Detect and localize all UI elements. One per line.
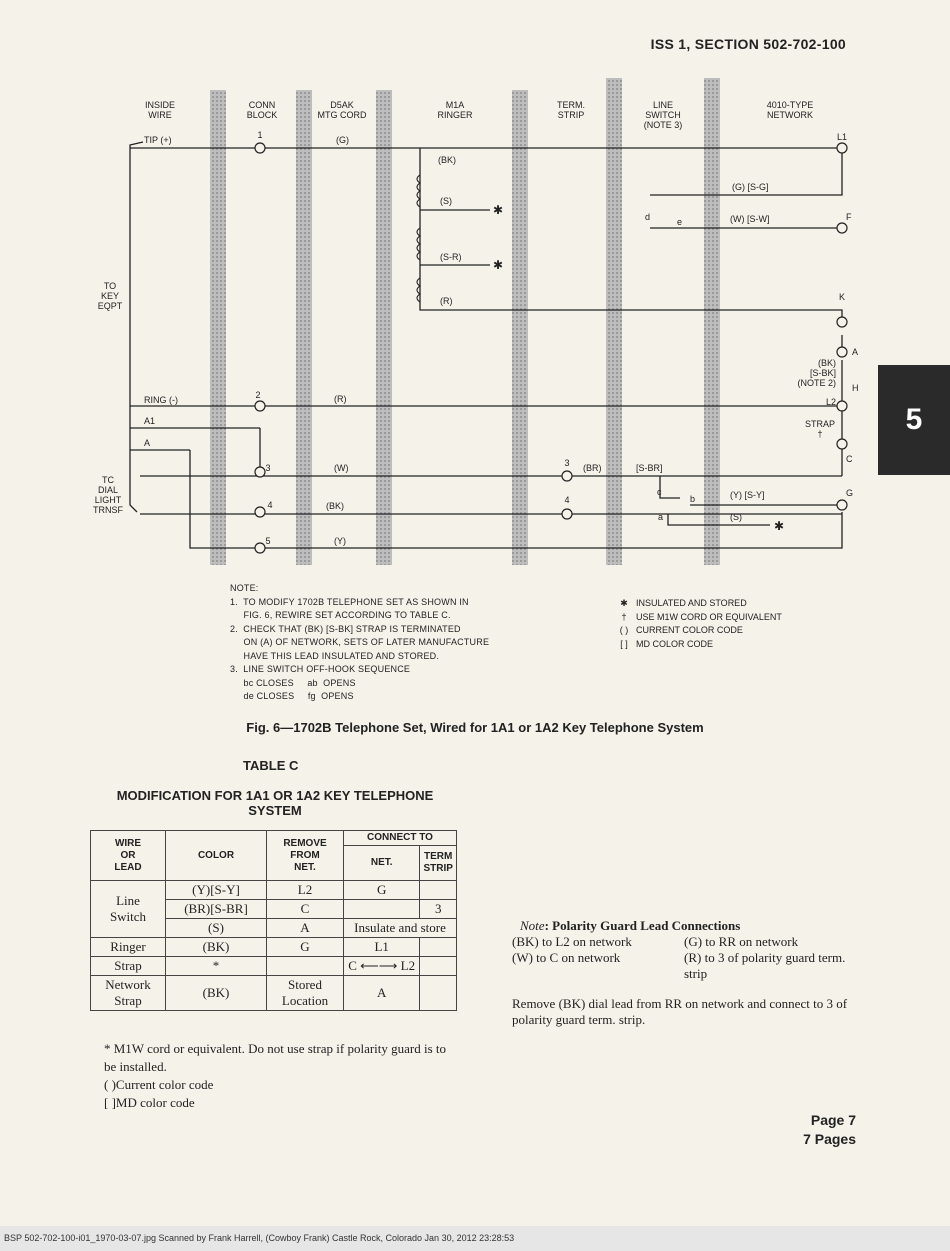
svg-text:(S): (S) — [440, 196, 452, 206]
term-1: 1 — [257, 130, 262, 140]
term-3: 3 — [265, 463, 270, 473]
svg-text:(G) [S-G]: (G) [S-G] — [732, 182, 769, 192]
svg-text:C: C — [846, 454, 853, 464]
term-5: 5 — [265, 536, 270, 546]
terminal-labels: 1 2 3 4 5 3 4 — [255, 130, 569, 546]
svg-text:H: H — [852, 383, 859, 393]
svg-text:(R): (R) — [334, 394, 347, 404]
wire-labels: (G) (BK) (S) (S-R) (R) (R) (W) (BK) (Y) … — [326, 135, 836, 546]
section-tab: 5 — [878, 365, 950, 475]
symbol-legend: ✱INSULATED AND STORED †USE M1W CORD OR E… — [619, 598, 782, 649]
ring-label: RING (-) — [144, 395, 178, 405]
table-title: TABLE C — [243, 758, 299, 773]
svg-text:(BK)[S-BK](NOTE 2): (BK)[S-BK](NOTE 2) — [797, 358, 836, 388]
svg-text:✱: ✱ — [774, 519, 784, 533]
figure-caption: Fig. 6—1702B Telephone Set, Wired for 1A… — [246, 720, 704, 735]
scan-footer: BSP 502-702-100-i01_1970-03-07.jpg Scann… — [0, 1226, 950, 1251]
notes-heading: NOTE: — [230, 583, 259, 593]
svg-text:(BK): (BK) — [326, 501, 344, 511]
svg-text:L2: L2 — [826, 397, 836, 407]
svg-text:(BK): (BK) — [438, 155, 456, 165]
svg-text:(G): (G) — [336, 135, 349, 145]
switch-contacts: d e c b a — [645, 212, 695, 522]
svg-text:(Y): (Y) — [334, 536, 346, 546]
svg-text:(S-R): (S-R) — [440, 252, 462, 262]
terminals — [254, 142, 848, 554]
page-number: Page 7 7 Pages — [803, 1112, 856, 1147]
polarity-guard-note: Note: Polarity Guard Lead Connections (B… — [512, 918, 848, 1027]
svg-text:✱: ✱ — [493, 203, 503, 217]
term-2: 2 — [255, 390, 260, 400]
tip-label: TIP (+) — [144, 135, 172, 145]
svg-text:A: A — [852, 347, 858, 357]
term-4: 4 — [267, 500, 272, 510]
svg-text:e: e — [677, 217, 682, 227]
term-strip-4: 4 — [564, 495, 569, 505]
a-label: A — [144, 438, 150, 448]
svg-text:(R): (R) — [440, 296, 453, 306]
svg-text:b: b — [690, 494, 695, 504]
svg-text:G: G — [846, 488, 853, 498]
svg-text:c: c — [657, 487, 662, 497]
svg-text:d: d — [645, 212, 650, 222]
svg-text:a: a — [658, 512, 663, 522]
section-header: ISS 1, SECTION 502-702-100 — [650, 36, 846, 52]
svg-text:✱: ✱ — [493, 258, 503, 272]
table-footnotes: * M1W cord or equivalent. Do not use str… — [104, 1041, 447, 1110]
col-term-strip: TERM.STRIP — [557, 100, 585, 120]
column-dividers — [210, 78, 720, 565]
table-subtitle: MODIFICATION FOR 1A1 OR 1A2 KEY TELEPHON… — [116, 788, 434, 818]
svg-text:(W) [S-W]: (W) [S-W] — [730, 214, 770, 224]
star-marks: ✱ ✱ ✱ — [493, 203, 784, 533]
modification-table: WIRE OR LEAD COLOR REMOVE FROM NET. CONN… — [90, 830, 457, 1011]
svg-text:[S-BR]: [S-BR] — [636, 463, 663, 473]
svg-text:STRAP†: STRAP† — [805, 419, 835, 439]
svg-text:(BR): (BR) — [583, 463, 602, 473]
svg-text:K: K — [839, 292, 845, 302]
ringer-coils — [416, 174, 421, 303]
svg-text:F: F — [846, 212, 852, 222]
network-labels: L1 F K A H L2 STRAP† C G — [805, 132, 859, 498]
a1-label: A1 — [144, 416, 155, 426]
svg-text:L1: L1 — [837, 132, 847, 142]
diagram-notes: NOTE: 1. TO MODIFY 1702B TELEPHONE SET A… — [230, 583, 490, 701]
wires — [129, 141, 843, 549]
note-title: Note — [520, 918, 545, 933]
svg-text:(Y) [S-Y]: (Y) [S-Y] — [730, 490, 765, 500]
svg-text:(S): (S) — [730, 512, 742, 522]
term-strip-3: 3 — [564, 458, 569, 468]
svg-text:(W): (W) — [334, 463, 349, 473]
